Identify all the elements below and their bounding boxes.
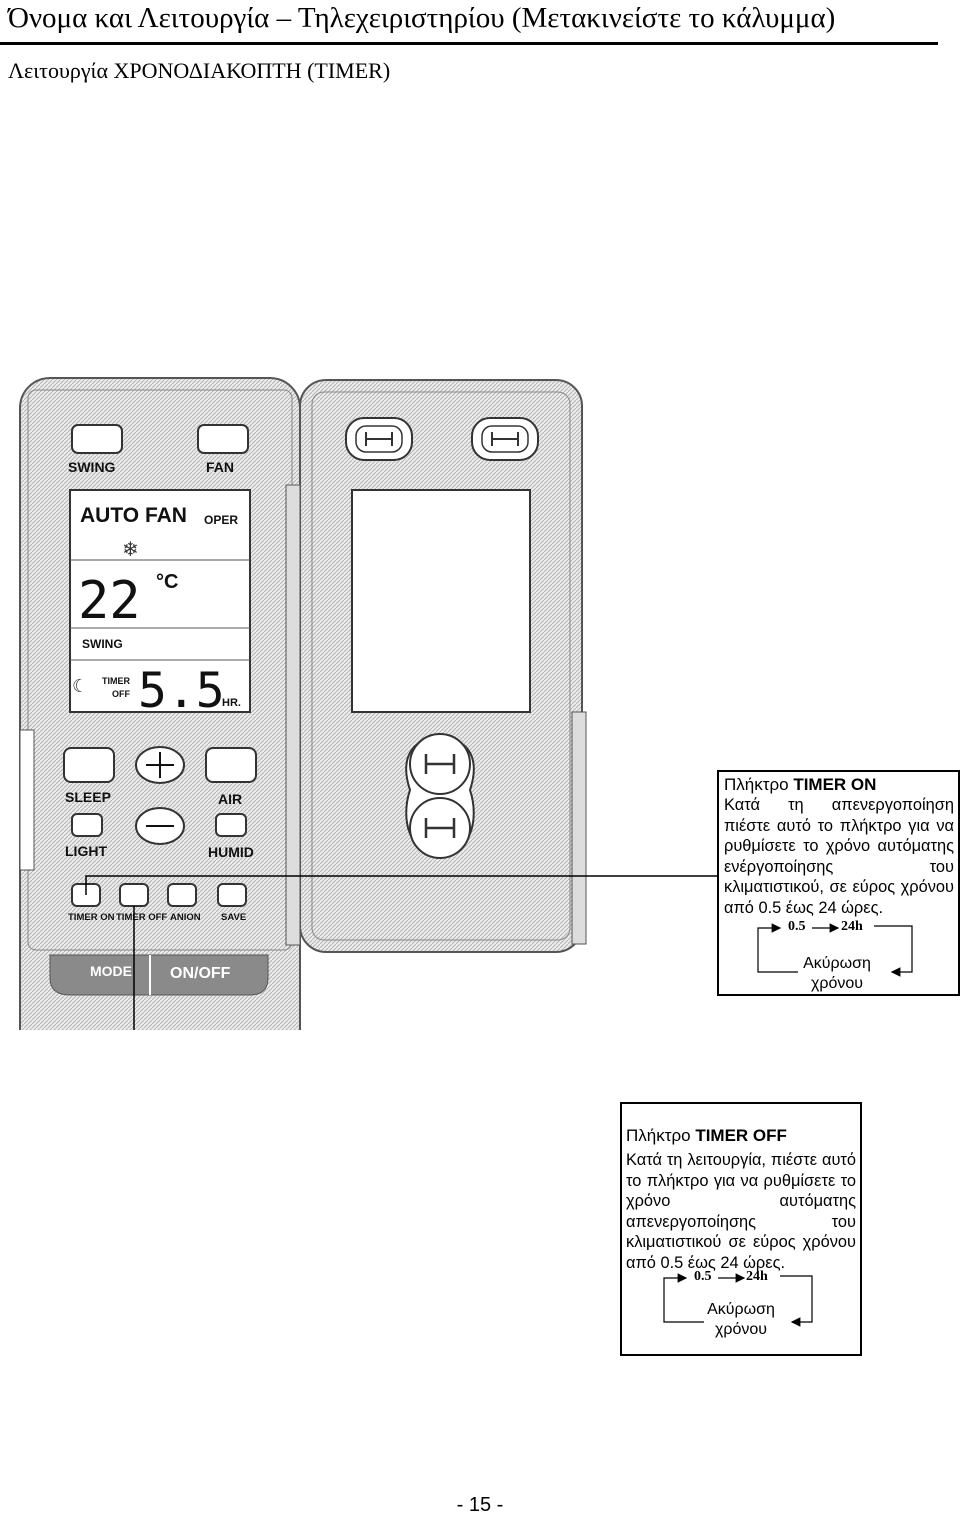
cover-hinge: [285, 484, 301, 946]
timer-on-heading-prefix: Πλήκτρο: [724, 775, 789, 794]
onoff-button-label: ON/OFF: [170, 965, 231, 982]
remote-control-illustration: SWING FAN AUTO FAN OPER ❄ 22 °C SWING ☾ …: [19, 377, 720, 1030]
save-button[interactable]: SAVE: [217, 883, 247, 923]
timer-off-leader-line: [133, 906, 135, 1030]
cover-top-right-button[interactable]: [471, 417, 539, 461]
lcd-timer-label: TIMER: [102, 676, 130, 686]
timer-off-heading-prefix: Πλήκτρο: [626, 1126, 691, 1145]
lcd-timer-value: 5.5: [138, 663, 225, 719]
light-button[interactable]: LIGHT: [65, 813, 107, 859]
timer-on-description: Κατά τη απενεργοποίηση πιέστε αυτό το πλ…: [724, 796, 954, 917]
timer-off-cycle-end-value: 24h: [746, 1269, 768, 1284]
temp-down-button[interactable]: [135, 807, 185, 845]
timer-off-heading: Πλήκτρο TIMER OFF: [626, 1126, 856, 1146]
sleep-button[interactable]: SLEEP: [63, 747, 115, 805]
air-button[interactable]: AIR: [205, 747, 257, 807]
mode-onoff-bar: [49, 954, 269, 996]
timer-off-button[interactable]: TIMER OFF: [116, 883, 167, 923]
lcd-timer-state: OFF: [112, 689, 130, 699]
swing-button-label: SWING: [68, 459, 116, 475]
page-subtitle: Λειτουργία ΧΡΟΝΟΔΙΑΚΟΠΤΗ (TIMER): [8, 58, 391, 83]
timer-off-cancel-label: Ακύρωση χρόνου: [707, 1301, 775, 1338]
lcd-swing: SWING: [82, 637, 123, 651]
temp-up-button[interactable]: [135, 746, 185, 784]
timer-on-heading: Πλήκτρο TIMER ON: [724, 775, 954, 795]
air-button-label: AIR: [218, 791, 242, 807]
mode-button[interactable]: MODE: [90, 963, 132, 979]
mode-button-label: MODE: [90, 963, 132, 979]
title-divider: [0, 42, 938, 45]
timer-on-cycle-diagram: [757, 923, 913, 977]
sleep-button-label: SLEEP: [65, 789, 111, 805]
humid-button-label: HUMID: [208, 844, 254, 860]
fan-button[interactable]: FAN: [197, 424, 249, 475]
anion-button-label: ANION: [170, 912, 201, 923]
humid-button[interactable]: HUMID: [208, 813, 254, 860]
page-title: Όνομα και Λειτουργία – Τηλεχειριστηρίου …: [8, 2, 836, 34]
timer-on-leader-line: [85, 875, 720, 895]
remote-cover: [285, 379, 587, 953]
onoff-button[interactable]: ON/OFF: [170, 965, 231, 982]
page-number: - 15 -: [456, 1494, 504, 1516]
timer-off-callout: Πλήκτρο TIMER OFF Κατά τη λειτουργία, πι…: [620, 1102, 862, 1356]
timer-off-button-label: TIMER OFF: [116, 912, 167, 923]
lcd-temperature: 22: [78, 571, 141, 631]
timer-on-cycle-end-value: 24h: [841, 919, 863, 934]
cover-window: [351, 489, 531, 713]
lcd-display: AUTO FAN OPER ❄ 22 °C SWING ☾ TIMER OFF …: [69, 489, 251, 719]
timer-off-heading-key: TIMER OFF: [695, 1126, 787, 1145]
timer-on-callout: Πλήκτρο TIMER ON Κατά τη απενεργοποίηση …: [717, 770, 960, 996]
lcd-unit: °C: [156, 571, 178, 593]
timer-off-cycle-diagram: [663, 1273, 813, 1327]
anion-button[interactable]: ANION: [167, 883, 201, 923]
timer-on-heading-key: TIMER ON: [793, 775, 877, 794]
save-button-label: SAVE: [221, 912, 246, 923]
timer-on-button-label: TIMER ON: [68, 912, 115, 923]
fan-button-label: FAN: [206, 459, 234, 475]
plus-icon: [146, 752, 174, 778]
lcd-oper-text: OPER: [204, 513, 238, 527]
timer-on-cycle-start-value: 0.5: [788, 919, 806, 934]
lcd-hours: HR.: [222, 697, 241, 709]
timer-off-cycle-start-value: 0.5: [694, 1269, 712, 1284]
swing-button[interactable]: SWING: [68, 424, 123, 475]
light-button-label: LIGHT: [65, 843, 107, 859]
snowflake-icon: ❄: [122, 539, 139, 561]
timer-off-description: Κατά τη λειτουργία, πιέστε αυτό το πλήκτ…: [626, 1151, 856, 1272]
cover-dual-buttons[interactable]: [405, 733, 475, 859]
cover-top-left-button[interactable]: [345, 417, 413, 461]
moon-icon: ☾: [72, 676, 88, 696]
lcd-mode-text: AUTO FAN: [80, 504, 187, 527]
timer-on-cancel-label: Ακύρωση χρόνου: [803, 955, 871, 992]
